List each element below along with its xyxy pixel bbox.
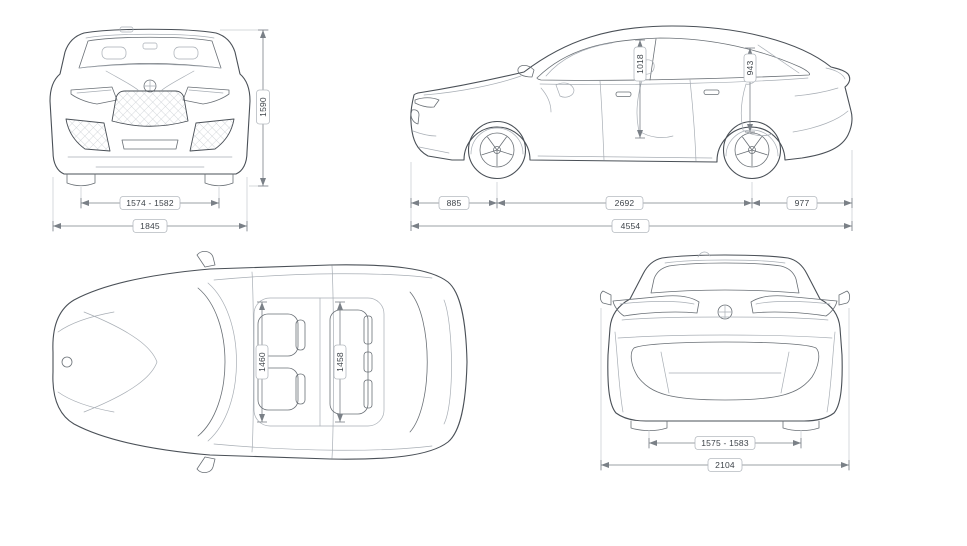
interior-height-front-value: 1018 (635, 54, 645, 74)
interior-height-rear-value: 943 (745, 61, 755, 76)
side-view-dimensions: 1018 943 885 2692 (410, 39, 853, 233)
rear-overhang-value: 977 (795, 198, 810, 208)
rear-wheel-left (630, 420, 668, 432)
front-overhang-value: 885 (447, 198, 462, 208)
mirror-right-rear (838, 290, 851, 306)
dim-shoulder-room-rear: 1458 (333, 344, 347, 380)
front-overall-width-value: 1845 (140, 221, 160, 231)
rear-view: 1575 - 1583 2104 (599, 251, 851, 472)
front-view-dimensions: 1574 - 1582 1845 1590 (52, 29, 270, 233)
lower-air-slot (121, 139, 179, 150)
door-handle-front (615, 91, 632, 97)
rear-track-width-value: 1575 - 1583 (701, 438, 749, 448)
dim-interior-height-front: 1018 (633, 46, 647, 82)
rear-view-dimensions: 1575 - 1583 2104 (600, 308, 850, 472)
windshield (78, 36, 222, 69)
overall-length-value: 4554 (621, 221, 641, 231)
headlight-left (70, 86, 118, 105)
rear-wheel-right (782, 420, 820, 432)
roof-panel (253, 297, 385, 427)
kidney-grille (111, 90, 189, 127)
intake-right (189, 118, 235, 152)
shoulder-room-rear-value: 1458 (335, 352, 345, 372)
front-track-width-value: 1574 - 1582 (126, 198, 174, 208)
side-view: 1018 943 885 2692 (410, 25, 853, 233)
front-seats-plan (257, 313, 306, 411)
mirror-right-plan (196, 456, 216, 473)
headrest-right (173, 46, 199, 60)
roof-antenna-fin-rear (697, 251, 711, 258)
roof-antenna-fin (119, 26, 134, 33)
interior-mirror (142, 42, 158, 50)
headrest-left (101, 46, 127, 60)
dim-rear-track-width: 1575 - 1583 (694, 436, 756, 450)
front-view: 1574 - 1582 1845 1590 (49, 26, 270, 233)
door-handle-rear (703, 89, 720, 95)
rear-window (650, 262, 800, 294)
dim-overall-length: 4554 (611, 219, 650, 233)
side-glass (536, 37, 810, 81)
dim-shoulder-room-front: 1460 (255, 344, 269, 380)
b-pillar (649, 38, 657, 81)
dim-overall-height: 1590 (256, 89, 270, 125)
dim-rear-overhang: 977 (786, 196, 818, 210)
front-wheel-left (66, 173, 96, 187)
wheelbase-value: 2692 (615, 198, 635, 208)
dim-wheelbase: 2692 (605, 196, 644, 210)
intake-left (65, 118, 111, 152)
rear-view-drawing (599, 251, 851, 432)
front-wheel (467, 120, 527, 180)
headlight-right (182, 86, 230, 105)
front-wheel-right (204, 173, 234, 187)
front-view-drawing (49, 26, 251, 187)
windshield-plan (197, 287, 226, 437)
rear-bench-plan (329, 309, 373, 415)
dim-front-overhang: 885 (438, 196, 470, 210)
taillight-right (750, 295, 838, 317)
bmw-roundel-hood (61, 356, 73, 368)
side-mirror (517, 64, 535, 78)
dim-overall-width-incl-mirrors: 2104 (707, 458, 743, 472)
taillight-left (612, 295, 700, 317)
headlight-side (414, 97, 440, 108)
top-view: 1460 1458 (52, 251, 468, 473)
dim-interior-height-rear: 943 (743, 53, 757, 83)
top-view-dimensions: 1460 1458 (255, 301, 347, 423)
mirror-left-rear (599, 290, 612, 306)
overall-width-incl-mirrors-value: 2104 (715, 460, 735, 470)
side-view-drawing (410, 25, 853, 180)
top-view-drawing (52, 251, 468, 473)
rear-window-plan (409, 291, 428, 433)
dim-front-track-width: 1574 - 1582 (119, 196, 181, 210)
grille-side (410, 109, 420, 125)
dim-front-overall-width: 1845 (132, 219, 168, 233)
mirror-left-plan (196, 251, 216, 268)
overall-height-value: 1590 (258, 97, 268, 117)
rear-diffuser (630, 341, 820, 401)
shoulder-room-front-value: 1460 (257, 352, 267, 372)
